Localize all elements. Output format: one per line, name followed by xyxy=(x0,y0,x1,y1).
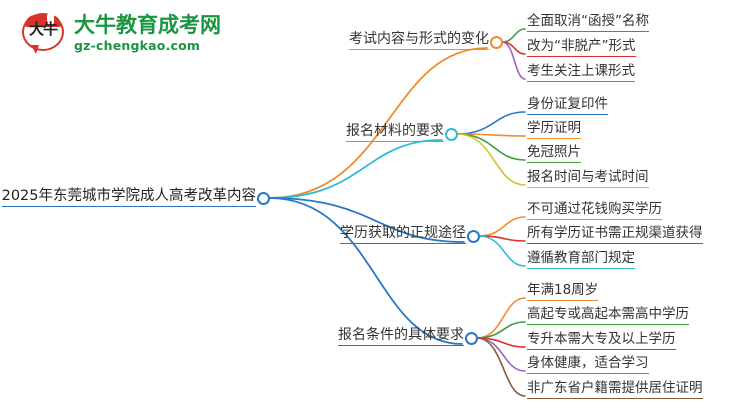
edge-branch-3-to-child-1 xyxy=(478,216,526,237)
mindmap-branch-label-3: 学历获取的正规途径 xyxy=(340,225,466,244)
logo-subtitle-url: gz-chengkao.com xyxy=(74,38,201,54)
mindmap-branch-label-4: 报名条件的具体要求 xyxy=(338,327,464,346)
edge-branch-4-to-child-4 xyxy=(476,337,526,372)
edge-branch-4-to-child-5 xyxy=(476,337,526,397)
logo-bubble-tail-shape xyxy=(31,45,39,54)
mindmap-root-label: 2025年东莞城市学院成人高考改革内容 xyxy=(1,188,256,207)
mindmap-branch-label-2: 报名材料的要求 xyxy=(346,123,444,142)
mindmap-leaf-label-1-1: 全面取消“函授”名称 xyxy=(527,13,649,32)
edge-root-to-branch-1 xyxy=(268,47,488,199)
mindmap-leaf-label-4-3: 专升本需大专及以上学历 xyxy=(527,331,676,350)
mindmap-leaf-label-1-3: 考生关注上课形式 xyxy=(527,63,635,82)
mindmap-leaf-label-2-1: 身份证复印件 xyxy=(527,96,608,115)
edge-branch-1-to-child-3 xyxy=(501,41,526,80)
mindmap-branch-node-4[interactable] xyxy=(464,331,478,345)
edge-branch-4-to-child-2 xyxy=(476,321,526,339)
mindmap-leaf-label-2-4: 报名时间与考试时间 xyxy=(527,169,649,188)
logo-cap-dot-shape xyxy=(47,13,54,25)
mindmap-branch-node-1[interactable] xyxy=(489,35,503,49)
edge-branch-2-to-child-4 xyxy=(456,133,526,186)
edge-root-to-branch-3 xyxy=(268,197,465,243)
mindmap-leaf-label-3-3: 遵循教育部门规定 xyxy=(527,250,635,269)
mindmap-branch-node-2[interactable] xyxy=(444,127,458,141)
mindmap-leaf-label-2-2: 学历证明 xyxy=(527,120,581,139)
mindmap-leaf-label-4-4: 身体健康，适合学习 xyxy=(527,355,649,374)
mindmap-root-node[interactable] xyxy=(256,191,270,205)
logo-mark-icon: 大牛 xyxy=(22,12,66,56)
logo-text-group: 大牛教育成考网 gz-chengkao.com xyxy=(74,15,221,53)
edge-branch-3-to-child-3 xyxy=(478,235,526,267)
mindmap-leaf-label-4-5: 非广东省户籍需提供居住证明 xyxy=(527,380,703,399)
edge-branch-2-to-child-1 xyxy=(456,111,526,135)
mindmap-leaf-label-4-2: 高起专或高起本需高中学历 xyxy=(527,306,689,325)
logo-title: 大牛教育成考网 xyxy=(74,13,221,38)
mindmap-branch-node-3[interactable] xyxy=(466,229,480,243)
mindmap-leaf-label-4-1: 年满18周岁 xyxy=(527,282,599,301)
mindmap-leaf-label-3-1: 不可通过花钱购买学历 xyxy=(527,201,662,220)
logo-mark-text: 大牛 xyxy=(28,20,58,38)
mindmap-leaf-label-1-2: 改为“非脱产”形式 xyxy=(527,38,636,57)
mindmap-leaf-label-2-3: 免冠照片 xyxy=(527,144,581,163)
mindmap-leaf-label-3-2: 所有学历证书需正规渠道获得 xyxy=(527,225,703,244)
edge-root-to-branch-4 xyxy=(268,197,463,345)
site-logo: 大牛 大牛教育成考网 gz-chengkao.com xyxy=(22,8,222,60)
edge-branch-1-to-child-1 xyxy=(501,28,526,43)
mindmap-branch-label-1: 考试内容与形式的变化 xyxy=(349,31,489,50)
edge-root-to-branch-2 xyxy=(268,139,443,199)
